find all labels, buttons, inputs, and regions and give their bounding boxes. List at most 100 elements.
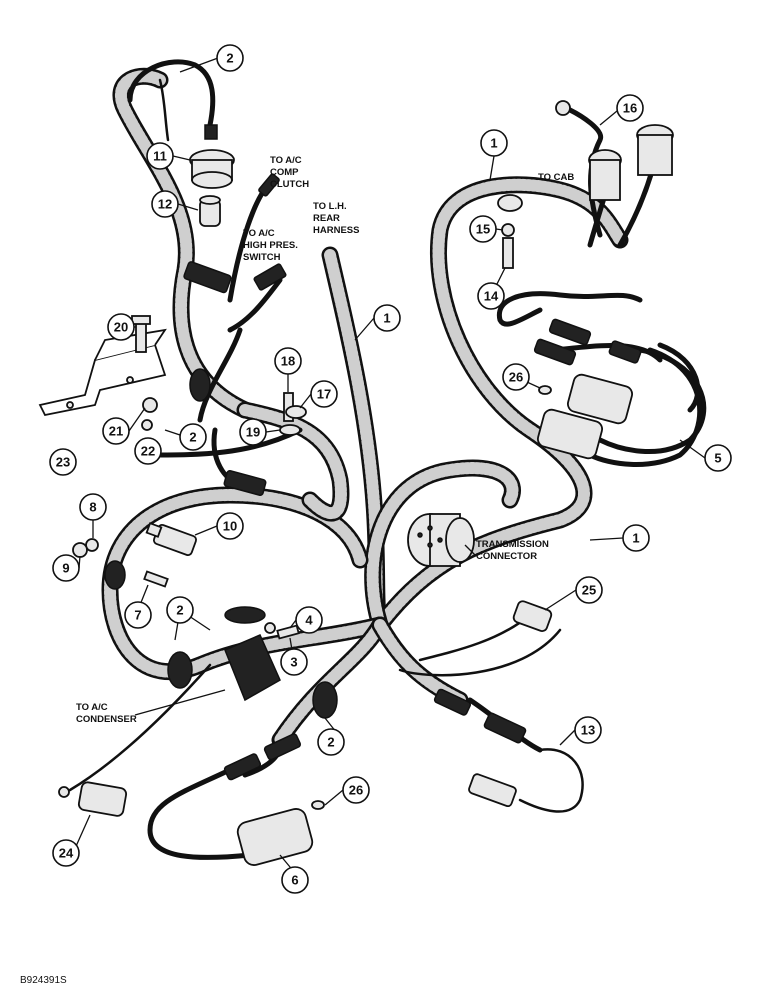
svg-text:1: 1 (490, 136, 497, 151)
svg-text:SWITCH: SWITCH (243, 252, 281, 263)
pressure-switch-11 (189, 124, 235, 189)
callout: 6 (281, 866, 309, 894)
svg-text:13: 13 (581, 723, 595, 738)
connector-lower-6b (223, 753, 262, 781)
spacer-12 (199, 195, 221, 227)
svg-text:7: 7 (134, 608, 141, 623)
svg-text:2: 2 (176, 603, 183, 618)
callout: 2 (317, 728, 345, 756)
svg-text:15: 15 (476, 222, 490, 237)
label-to-ac-condenser: TO A/C CONDENSER (76, 702, 137, 725)
callout: 4 (295, 606, 323, 634)
svg-text:20: 20 (114, 320, 128, 335)
label-to-ac-high-pres-switch: TO A/C HIGH PRES. SWITCH (243, 228, 298, 263)
o-ring-26-upper (538, 385, 552, 395)
svg-text:26: 26 (349, 783, 363, 798)
harness-clamp-right (497, 194, 523, 212)
callout: 16 (616, 94, 644, 122)
components (38, 100, 674, 866)
connector-lower-6a (263, 733, 302, 761)
nut-21 (142, 397, 158, 413)
svg-text:1: 1 (632, 531, 639, 546)
o-ring-26-lower (311, 800, 325, 810)
callout: 11 (146, 142, 174, 170)
svg-text:21: 21 (109, 424, 123, 439)
harness-clamp-lower-left (167, 651, 193, 689)
sensor-10 (145, 522, 197, 557)
label-to-ac-comp-clutch: TO A/C COMP CLUTCH (270, 155, 309, 190)
callout: 5 (704, 444, 732, 472)
callout: 24 (52, 839, 80, 867)
solenoid-5-upper (567, 373, 633, 425)
svg-text:22: 22 (141, 444, 155, 459)
connector-lower-middle (223, 470, 267, 496)
callout: 21 (102, 417, 130, 445)
solenoid-5-lower (537, 408, 603, 460)
svg-text:TO A/C: TO A/C (243, 228, 275, 239)
washer-15 (501, 223, 515, 237)
svg-text:CONDENSER: CONDENSER (76, 714, 137, 725)
clip-17 (285, 405, 307, 419)
svg-text:4: 4 (305, 613, 313, 628)
svg-text:14: 14 (484, 289, 499, 304)
callout: 1 (622, 524, 650, 552)
connector-right-3 (608, 340, 642, 364)
svg-text:12: 12 (158, 197, 172, 212)
connector-right-1 (548, 318, 592, 346)
ac-condenser-connector (224, 606, 281, 702)
svg-text:HIGH PRES.: HIGH PRES. (243, 240, 298, 251)
harness-clamp-lower-middle (312, 681, 338, 719)
connector-13a (433, 688, 472, 716)
svg-text:18: 18 (281, 354, 295, 369)
bolt-3 (276, 624, 300, 640)
svg-text:2: 2 (327, 735, 334, 750)
callout: 12 (151, 190, 179, 218)
sensor-25 (512, 600, 553, 632)
sensor-13 (468, 773, 517, 808)
svg-text:9: 9 (62, 561, 69, 576)
callouts: 2 11 12 1 16 15 14 20 18 17 19 21 22 23 … (49, 44, 732, 894)
svg-text:19: 19 (246, 425, 260, 440)
callout: 18 (274, 347, 302, 375)
label-to-cab: TO CAB (538, 172, 574, 183)
callout: 19 (239, 418, 267, 446)
mounting-bracket-23 (38, 328, 167, 417)
callout: 22 (134, 437, 162, 465)
nut-9 (72, 542, 88, 558)
callout: 10 (216, 512, 244, 540)
callout: 8 (79, 493, 107, 521)
svg-text:1: 1 (383, 311, 390, 326)
connector-high-pres-switch (253, 263, 287, 291)
svg-text:REAR: REAR (313, 213, 340, 224)
svg-text:16: 16 (623, 101, 637, 116)
svg-text:HARNESS: HARNESS (313, 225, 359, 236)
svg-text:6: 6 (291, 873, 298, 888)
callout: 17 (310, 380, 338, 408)
cab-connectors (555, 100, 674, 201)
callout: 26 (342, 776, 370, 804)
callout: 3 (280, 648, 308, 676)
callout: 7 (124, 601, 152, 629)
callout: 1 (480, 129, 508, 157)
svg-text:2: 2 (226, 51, 233, 66)
callout: 14 (477, 282, 505, 310)
harness-clamp-left (104, 560, 126, 590)
label-transmission-connector: TRANSMISSION CONNECTOR (476, 539, 549, 562)
solenoid-6 (236, 808, 314, 866)
washer-19 (279, 424, 301, 436)
svg-text:CLUTCH: CLUTCH (270, 179, 309, 190)
svg-text:3: 3 (290, 655, 297, 670)
svg-text:8: 8 (89, 500, 96, 515)
bolt-7 (143, 570, 169, 588)
callout: 26 (502, 363, 530, 391)
svg-text:TO A/C: TO A/C (270, 155, 302, 166)
harness-clamp-upper (189, 368, 211, 402)
svg-text:COMP: COMP (270, 167, 299, 178)
svg-text:5: 5 (714, 451, 721, 466)
svg-text:TRANSMISSION: TRANSMISSION (476, 539, 549, 550)
figure-id: B924391S (20, 975, 67, 986)
callout: 2 (216, 44, 244, 72)
washer-22 (141, 419, 153, 431)
connector-right-2 (533, 338, 577, 366)
connector-block-upper-left (183, 261, 232, 294)
